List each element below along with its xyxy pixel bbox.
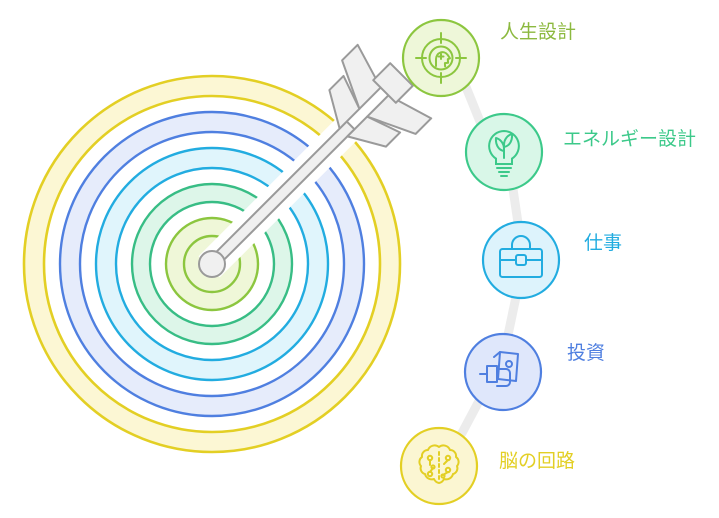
arrow-fletching-outer-lower [366, 94, 433, 135]
chain-node-brain-circuit[interactable]: 脳の回路 [399, 426, 575, 506]
chain-node-work[interactable]: 仕事 [481, 220, 622, 300]
connector-4 [457, 396, 484, 438]
arrow-fletching-outer-upper [341, 43, 382, 110]
hand-holding-card-icon [479, 351, 519, 387]
lightbulb-leaf-icon [488, 129, 520, 177]
briefcase-icon [499, 235, 543, 278]
arrow [198, 43, 433, 278]
chain-node-energy-design[interactable]: エネルギー設計 [464, 112, 696, 192]
arrow-tip [198, 250, 226, 278]
arrow-nock [372, 62, 414, 104]
chain-node-life-design[interactable]: 人生設計 [401, 18, 576, 98]
target-head-icon [415, 32, 467, 84]
connector-2 [508, 184, 523, 228]
node-label-work: 仕事 [584, 232, 622, 254]
arrow-fletching-rear-lower [346, 115, 402, 148]
connector-1 [461, 82, 486, 129]
node-circle-investment[interactable] [463, 332, 543, 412]
node-label-energy-design: エネルギー設計 [563, 128, 696, 150]
node-label-investment: 投資 [567, 342, 605, 364]
chain-connectors [457, 82, 523, 438]
brain-circuit-icon [418, 444, 460, 484]
chain-node-investment[interactable]: 投資 [463, 332, 605, 412]
bullseye-target [22, 43, 433, 454]
arrow-fletching-rear [328, 74, 361, 130]
node-label-brain-circuit: 脳の回路 [499, 450, 575, 472]
connector-3 [503, 292, 521, 340]
node-label-life-design: 人生設計 [500, 21, 576, 43]
